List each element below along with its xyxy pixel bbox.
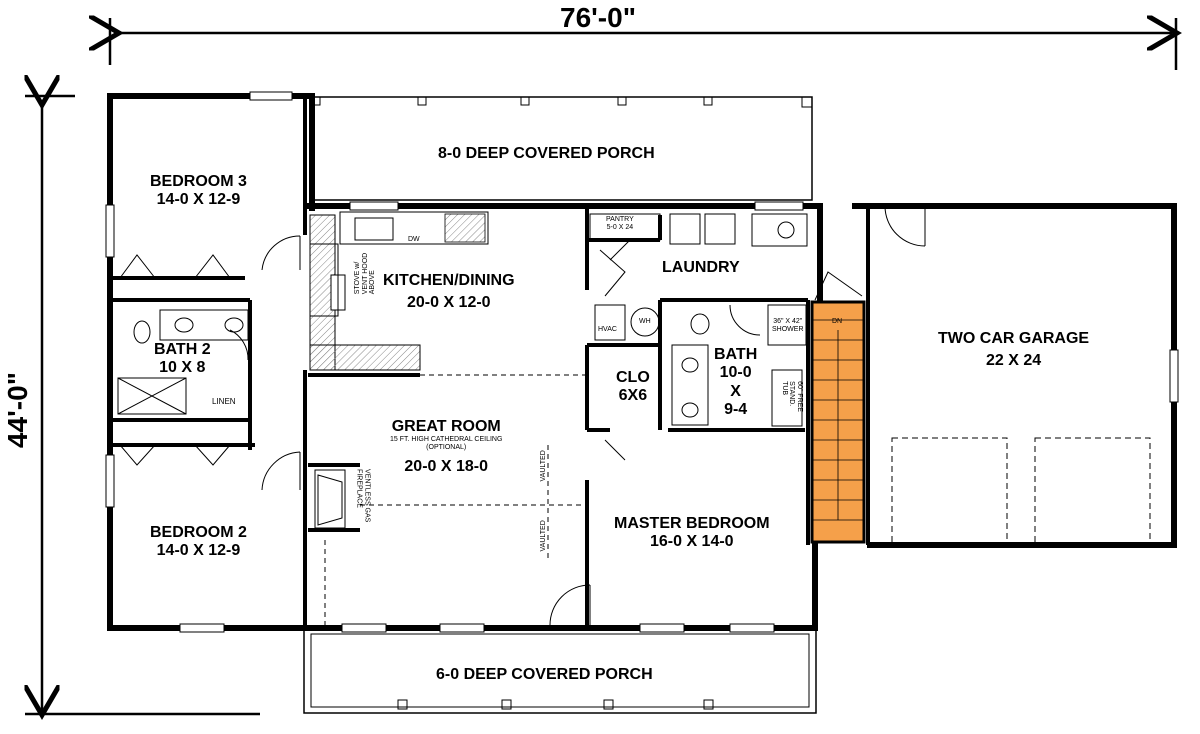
closet-label: CLO 6X6 (616, 369, 650, 406)
vaulted-label-bottom: VAULTED (539, 520, 547, 552)
wh-label: WH (639, 318, 651, 325)
master-bedroom-label: MASTER BEDROOM 16-0 X 14-0 (614, 515, 770, 552)
great-room-note1: 15 FT. HIGH CATHEDRAL CEILING (390, 436, 503, 444)
dw-label: DW (408, 236, 420, 243)
master-bath-line3: X (730, 382, 741, 400)
closet-doors (119, 254, 231, 466)
tub-text3: TUB (780, 381, 788, 396)
kitchen-counters (309, 211, 489, 371)
depth-dimension-line (25, 96, 260, 714)
windows (105, 91, 1179, 633)
master-bath-fixtures (671, 304, 807, 427)
master-bath-line4: 9-4 (724, 401, 748, 419)
great-room-note2: (OPTIONAL) (426, 444, 467, 452)
stove-text3: ABOVE (369, 270, 377, 295)
width-dimension-line (110, 18, 1176, 70)
garage-label: TWO CAR GARAGE 22 X 24 (938, 330, 1089, 371)
width-dimension-label: 76'-0" (560, 2, 636, 33)
closet-name: CLO (616, 369, 650, 386)
bedroom3-name: BEDROOM 3 (150, 173, 247, 190)
kitchen-name: KITCHEN/DINING (383, 272, 515, 289)
hvac-wh-closet (594, 304, 660, 341)
closet-size: 6X6 (618, 387, 648, 405)
linen-label: LINEN (212, 397, 236, 406)
bedroom3-size: 14-0 X 12-9 (156, 191, 241, 209)
vaulted-label-top: VAULTED (539, 450, 547, 482)
fireplace-label: VENTLESS GAS FIREPLACE (355, 469, 371, 523)
shower-text2: SHOWER (772, 325, 804, 333)
stove-text1: STOVE w/ (354, 261, 362, 295)
pantry-label: PANTRY 5-0 X 24 (606, 216, 634, 231)
tub-text1: 60" FREE (795, 381, 803, 412)
hvac-label: HVAC (598, 326, 617, 333)
master-bedroom-size: 16-0 X 14-0 (649, 533, 734, 551)
bath2-fixtures (117, 309, 249, 415)
front-porch-label: 6-0 DEEP COVERED PORCH (436, 666, 653, 683)
garage-doors (891, 437, 1151, 546)
great-room-label: GREAT ROOM 15 FT. HIGH CATHEDRAL CEILING… (390, 418, 502, 476)
fireplace-text2: FIREPLACE (355, 469, 363, 508)
bath2-label: BATH 2 10 X 8 (154, 341, 211, 378)
rear-porch-label: 8-0 DEEP COVERED PORCH (438, 145, 655, 162)
stair-dn-label: DN (832, 318, 843, 325)
dashed-openings (304, 374, 587, 625)
fireplace (314, 469, 346, 529)
laundry-label: LAUNDRY (662, 259, 740, 276)
depth-dimension-label: 44'-0" (1, 372, 33, 448)
laundry-appliances (589, 213, 808, 247)
bath2-name: BATH 2 (154, 341, 211, 358)
great-room-size: 20-0 X 18-0 (404, 457, 489, 475)
great-room-name: GREAT ROOM (391, 418, 501, 435)
master-bath-line2: 10-0 (719, 364, 752, 382)
master-bedroom-name: MASTER BEDROOM (614, 515, 770, 532)
stove-label: STOVE w/ VENT HOOD ABOVE (354, 253, 377, 295)
pantry-text: PANTRY (606, 216, 634, 223)
stove-text2: VENT HOOD (361, 252, 369, 295)
garage-size: 22 X 24 (985, 352, 1042, 370)
pantry-size: 5-0 X 24 (606, 223, 634, 231)
bath2-size: 10 X 8 (159, 359, 206, 377)
bedroom2-name: BEDROOM 2 (150, 524, 247, 541)
shower-label: 36" X 42" SHOWER (772, 318, 804, 333)
interior-walls (110, 96, 870, 628)
tub-text2: STAND. (788, 381, 796, 407)
bedroom2-label: BEDROOM 2 14-0 X 12-9 (150, 524, 247, 561)
tub-label: 60" FREE STAND. TUB (780, 381, 803, 412)
bedroom2-size: 14-0 X 12-9 (156, 542, 241, 560)
shower-text1: 36" X 42" (773, 318, 803, 325)
bedroom3-label: BEDROOM 3 14-0 X 12-9 (150, 173, 247, 210)
fireplace-text1: VENTLESS GAS (363, 469, 371, 523)
door-swings (229, 205, 926, 626)
garage-name: TWO CAR GARAGE (938, 330, 1090, 347)
stair (810, 271, 866, 544)
kitchen-size: 20-0 X 12-0 (406, 294, 491, 312)
master-bath-label: BATH 10-0 X 9-4 (714, 346, 757, 420)
master-bath-name: BATH (714, 346, 758, 363)
kitchen-label: KITCHEN/DINING 20-0 X 12-0 (383, 272, 515, 313)
